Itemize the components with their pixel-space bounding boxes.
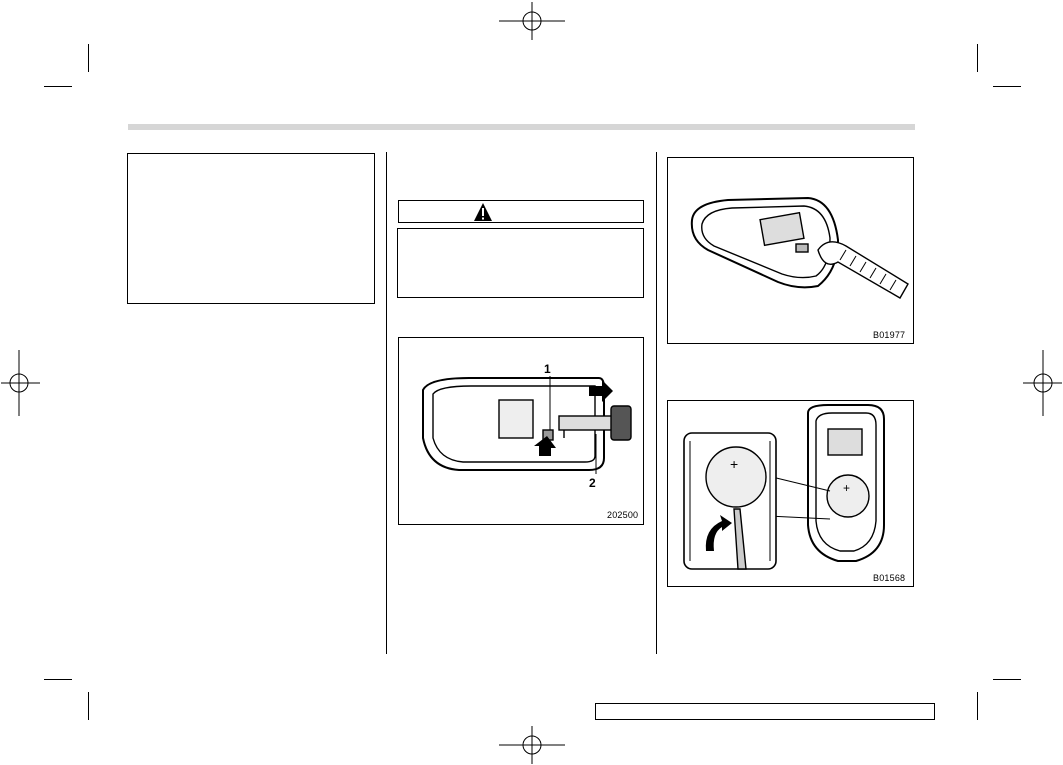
battery-illustration: + + <box>683 404 885 570</box>
figure-key-fob-strap: B01977 <box>667 157 914 344</box>
warning-body <box>397 228 644 298</box>
footer-page-box <box>595 703 935 720</box>
key-fob-illustration <box>422 376 632 474</box>
figure-code: B01568 <box>873 573 906 583</box>
figure-code: B01977 <box>873 330 906 340</box>
figure-battery-replacement: + + B01568 <box>667 400 914 587</box>
note-box <box>127 153 375 304</box>
key-fob-strap-illustration <box>690 196 909 299</box>
warning-header <box>398 200 644 223</box>
figure-key-removal: 1 2 202500 <box>398 337 644 525</box>
column-rule-right <box>656 152 657 654</box>
warning-label <box>399 201 643 222</box>
warning-triangle-icon <box>474 203 492 221</box>
svg-text:+: + <box>730 456 738 472</box>
figure-code: 202500 <box>607 510 639 520</box>
callout-1: 1 <box>544 362 551 376</box>
column-rule-left <box>386 152 387 654</box>
header-bar <box>128 124 915 130</box>
callout-2: 2 <box>589 476 596 490</box>
svg-text:+: + <box>843 481 850 495</box>
